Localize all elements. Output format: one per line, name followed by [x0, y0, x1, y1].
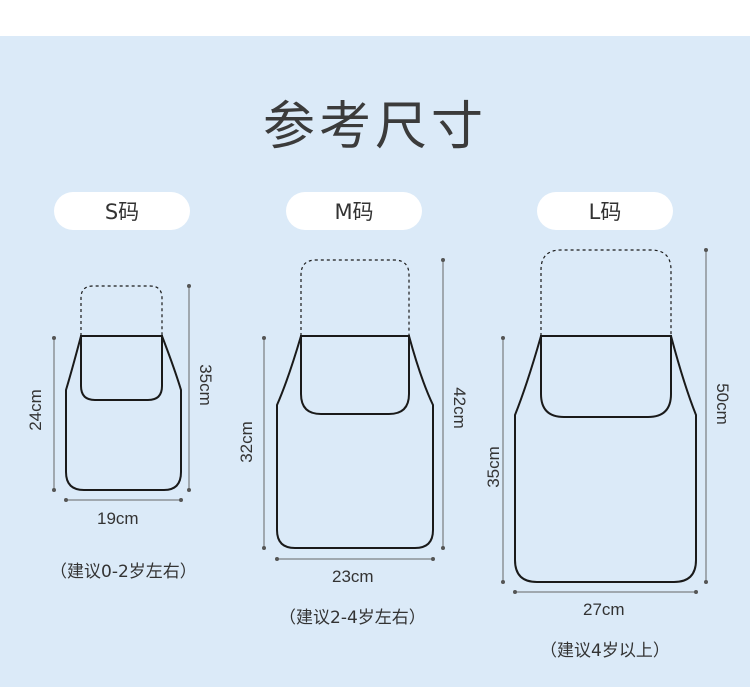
bib-m-body [276, 335, 434, 549]
bib-m-body-height-label: 32cm [237, 421, 256, 463]
bib-l-body-height-label: 35cm [484, 446, 503, 488]
bib-s-drawing [52, 284, 191, 502]
bib-l-pocket [540, 335, 672, 418]
bib-l-suggestion: （建议4岁以上） [540, 641, 670, 661]
page-title: 参考尺寸 [262, 97, 487, 157]
bib-m-total-height-label: 42cm [450, 387, 469, 429]
bib-m-width-label: 23cm [332, 567, 374, 586]
bib-m-suggestion: （建议2-4岁左右） [279, 608, 426, 628]
bib-s-total-height-label: 35cm [196, 364, 215, 406]
bib-l-width-label: 27cm [583, 600, 625, 619]
bib-m-fold-flap [300, 259, 410, 336]
size-tab-s-label: S码 [104, 200, 140, 224]
bib-m-drawing [262, 258, 445, 561]
bib-s-suggestion: （建议0-2岁左右） [50, 562, 197, 582]
size-tab-m-label: M码 [334, 200, 374, 224]
bib-s-body [65, 335, 182, 491]
bib-l-total-height-label: 50cm [713, 383, 732, 425]
bib-m-pocket [300, 335, 410, 415]
bib-s-fold-flap [80, 285, 163, 336]
size-tab-s[interactable]: S码 [54, 192, 190, 230]
bib-s-body-height-label: 24cm [26, 389, 45, 431]
bib-l-fold-flap [540, 249, 672, 336]
size-tab-l[interactable]: L码 [537, 192, 673, 230]
bib-s-width-label: 19cm [97, 509, 139, 528]
size-tab-m[interactable]: M码 [286, 192, 422, 230]
bib-l-body [514, 335, 697, 583]
bib-l-drawing [501, 248, 708, 594]
bib-s-pocket [80, 335, 163, 401]
size-tab-l-label: L码 [588, 200, 622, 224]
